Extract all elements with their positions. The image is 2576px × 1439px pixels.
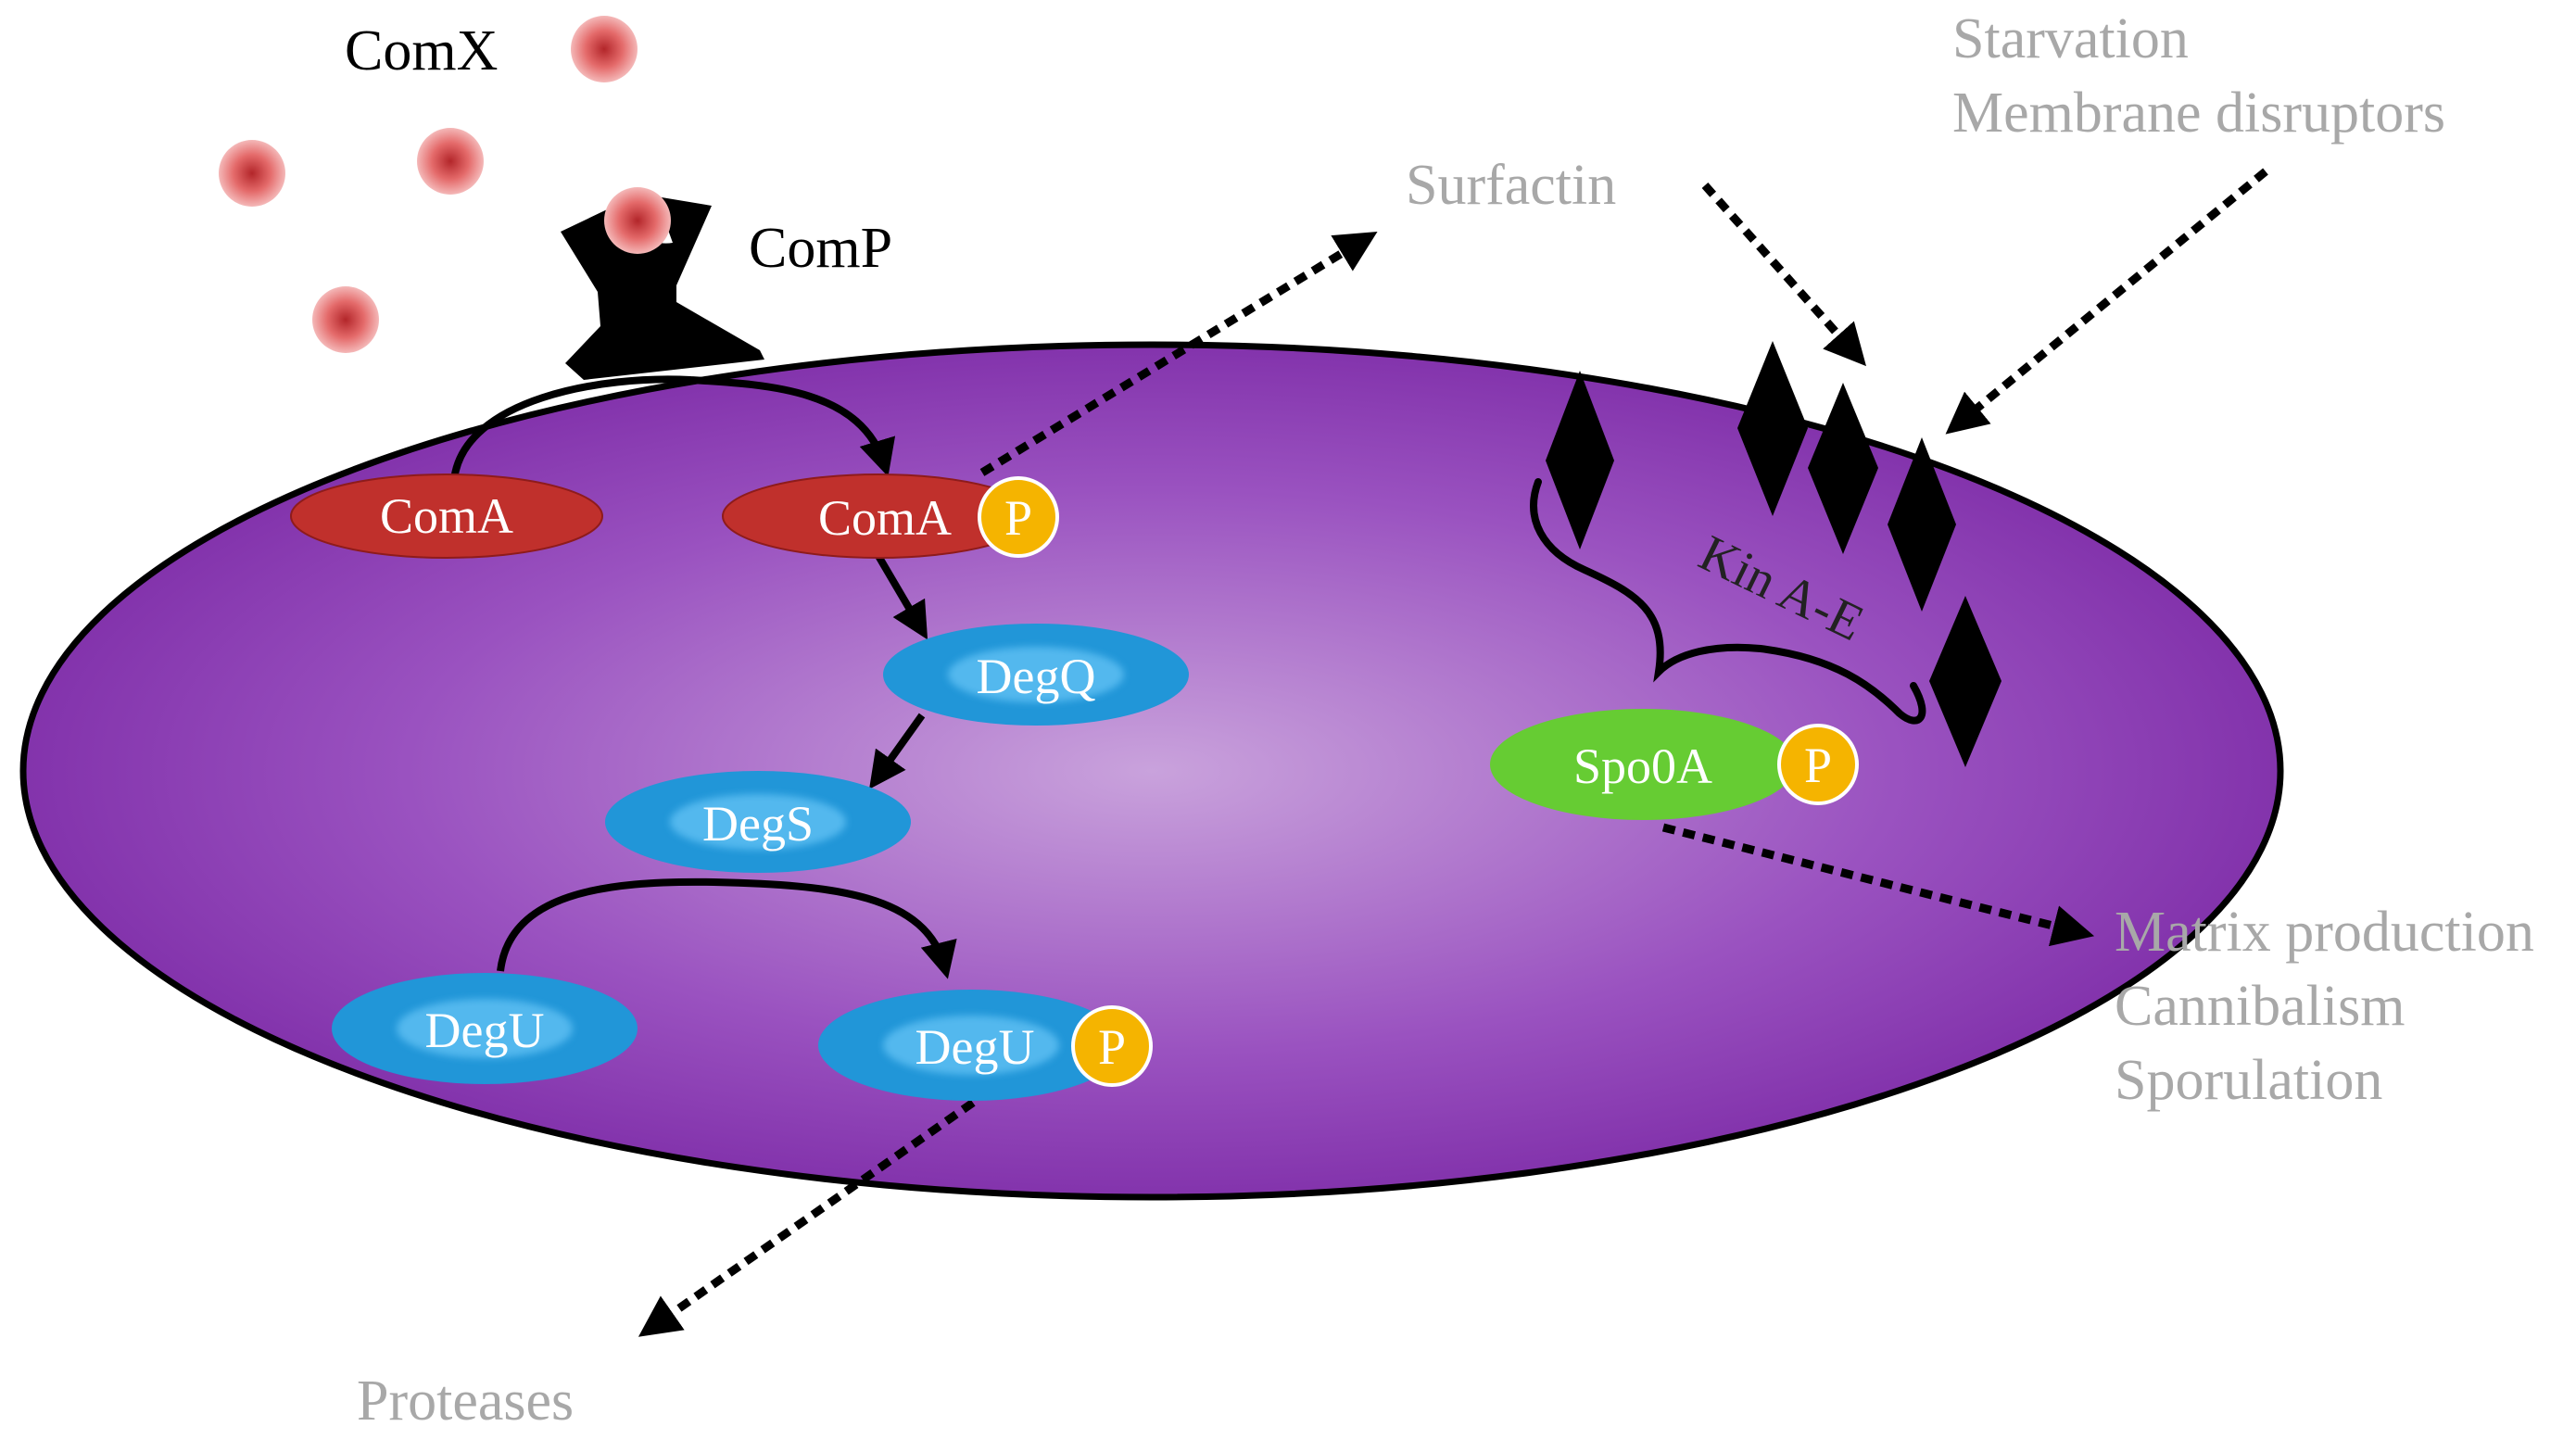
degq-degs-arrow <box>869 713 926 789</box>
surfactin-label: Surfactin <box>1406 154 1616 217</box>
comx-dot <box>417 128 484 195</box>
phospho-label: P <box>1004 490 1032 546</box>
cell-body <box>19 341 2284 1201</box>
phospho-label: P <box>1804 738 1832 793</box>
coma-p-label: ComA <box>818 490 952 546</box>
degu-p-label: DegU <box>915 1019 1035 1075</box>
comx-molecules <box>219 16 638 353</box>
degq-label: DegQ <box>977 649 1096 704</box>
phospho-badge <box>978 476 1059 558</box>
degu: DegU <box>332 973 638 1084</box>
degu-glow <box>397 999 573 1058</box>
output-sporulation: Sporulation <box>2115 1049 2382 1112</box>
kinase-diamond <box>1808 383 1878 554</box>
kinase-diamond <box>1888 437 1956 612</box>
comp-label: ComP <box>749 217 892 280</box>
coma-arrow <box>450 375 896 481</box>
comx-label: ComX <box>345 19 498 82</box>
coma-phosphorylated: ComA P <box>722 473 1059 559</box>
kin-brace <box>1530 478 1926 725</box>
solid-arrows <box>450 375 957 979</box>
comp-receptor <box>561 196 764 380</box>
input-starvation: Starvation <box>1952 7 2189 70</box>
comx-dot <box>571 16 638 82</box>
kinase-diamond <box>1929 596 2001 767</box>
phospho-badge <box>1071 1005 1153 1087</box>
degs-glow <box>670 794 846 850</box>
degu-arrow <box>497 877 957 979</box>
degq: DegQ <box>883 624 1189 726</box>
degs: DegS <box>605 771 911 873</box>
spo0a-label: Spo0A <box>1573 738 1712 794</box>
phospho-badge <box>1777 724 1859 805</box>
kinase-diamonds <box>1546 341 2001 767</box>
degu-phosphorylated: DegU P <box>818 990 1153 1101</box>
output-cannibalism: Cannibalism <box>2115 975 2405 1038</box>
spo0a-output-arrow <box>1661 823 2095 947</box>
proteases-label: Proteases <box>357 1370 574 1433</box>
input-membrane-disruptors: Membrane disruptors <box>1952 82 2445 145</box>
degq-glow <box>948 647 1124 702</box>
spo0a-pill <box>1490 709 1796 820</box>
coma-degq-arrow <box>875 553 928 640</box>
dotted-arrows <box>638 168 2268 1337</box>
kinase-diamond <box>1737 341 1808 516</box>
coma: ComA <box>290 473 603 559</box>
degs-label: DegS <box>702 796 814 852</box>
kinase-diamond <box>1546 371 1614 549</box>
comx-dot <box>312 286 379 353</box>
comx-dot <box>219 140 285 207</box>
surfactin-arrow <box>979 231 1378 476</box>
starvation-arrow <box>1701 183 1866 367</box>
phospho-label: P <box>1098 1019 1126 1075</box>
degu-p-glow <box>883 1016 1059 1075</box>
coma-pill <box>290 473 603 559</box>
degu-label: DegU <box>425 1003 545 1058</box>
membrane-arrow <box>1945 168 2268 435</box>
comx-dot-bound <box>604 187 671 254</box>
output-matrix-production: Matrix production <box>2115 901 2534 964</box>
spo0a-phosphorylated: Spo0A P <box>1490 709 1859 820</box>
proteases-arrow <box>638 1099 976 1337</box>
coma-label: ComA <box>380 488 513 544</box>
